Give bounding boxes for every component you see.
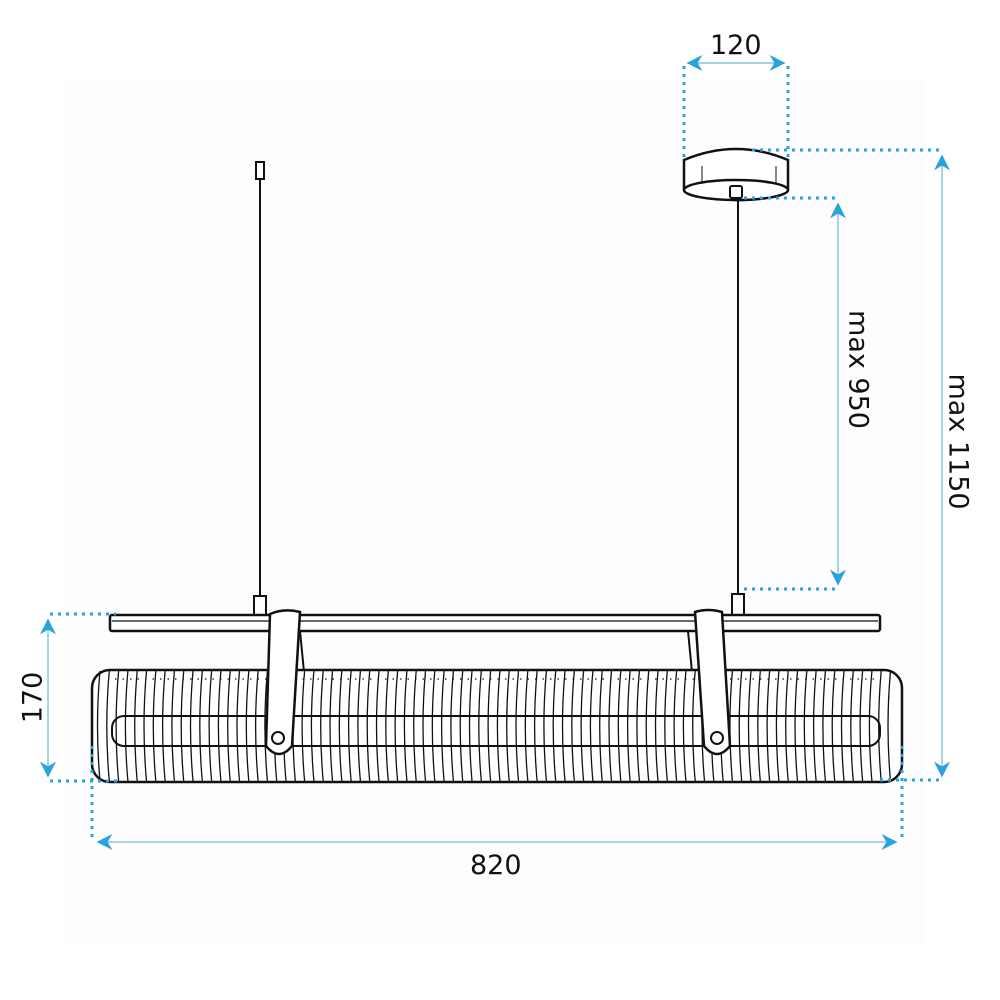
label-canopy-width: 120 xyxy=(710,30,762,61)
inner-light-tube xyxy=(111,715,881,747)
ribbed-shade xyxy=(90,668,904,784)
dimension-total-height xyxy=(752,148,950,782)
strap-left xyxy=(264,609,302,756)
label-total-length: 820 xyxy=(470,850,522,881)
label-cable-length: max 950 xyxy=(842,310,874,429)
dimension-total-length xyxy=(90,746,904,850)
dimension-shade-height xyxy=(40,612,118,783)
dimension-cable-length xyxy=(744,196,846,591)
suspension-cable-right xyxy=(731,198,745,617)
label-total-height: max 1150 xyxy=(942,373,974,510)
suspension-cable-left xyxy=(253,161,267,617)
dimension-canopy-width xyxy=(682,55,790,160)
label-shade-height: 170 xyxy=(17,671,49,724)
strap-right xyxy=(693,608,732,756)
ceiling-canopy xyxy=(682,147,790,202)
horizontal-bar xyxy=(108,613,882,673)
drawing-background xyxy=(62,78,924,944)
